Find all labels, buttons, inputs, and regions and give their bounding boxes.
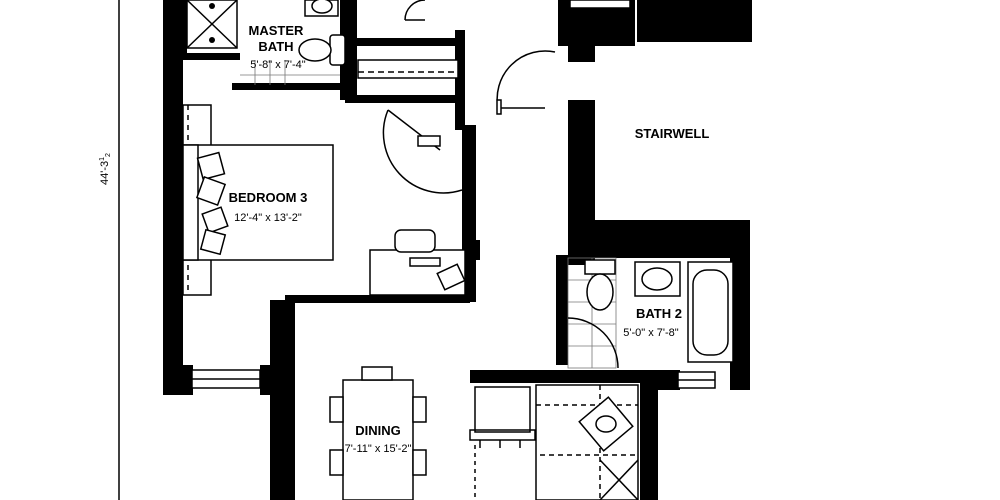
bath-2-label: BATH 2 [636, 306, 682, 321]
bedroom-3-size: 12'-4" x 13'-2" [234, 212, 302, 224]
hall-closets [357, 0, 556, 194]
dining-size: 7'-11" x 15'-2" [345, 443, 412, 455]
bedroom-3 [182, 104, 466, 296]
bath-2-size: 5'-0" x 7'-8" [623, 327, 679, 339]
bedroom-3-label: BEDROOM 3 [229, 190, 308, 205]
windows [191, 0, 716, 389]
bath-2 [567, 257, 734, 369]
kitchen [469, 384, 639, 500]
dining-label: DINING [355, 423, 401, 438]
master-bath [186, 0, 346, 85]
overall-dimension-text: 44'-312 [99, 153, 112, 185]
dining-table [329, 366, 427, 500]
master-bath-label-1: MASTER [249, 23, 305, 38]
master-bath-size: 5'-8" x 7'-4" [250, 59, 306, 71]
master-bath-label-2: BATH [258, 39, 293, 54]
walls [163, 0, 752, 500]
overall-dimension: 44'-312 [99, 0, 120, 500]
stairwell-label: STAIRWELL [635, 126, 710, 141]
